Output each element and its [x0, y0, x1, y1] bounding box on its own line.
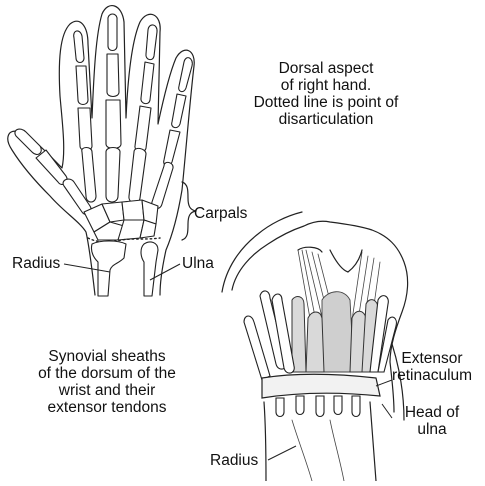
wrist-caption-line-3: wrist and their — [12, 382, 202, 399]
radius-label-wrist: Radius — [210, 452, 258, 469]
extensor-label-line-1: Extensor — [382, 350, 482, 367]
wrist-illustration — [222, 212, 408, 481]
extensor-retinaculum — [262, 374, 380, 398]
wrist-caption-line-2: of the dorsum of the — [12, 365, 202, 382]
carpal-bones — [84, 200, 158, 240]
hand-caption-line-1: Dorsal aspect — [236, 60, 416, 77]
ulna-bone — [141, 242, 158, 296]
extensor-retinaculum-label: Extensor retinaculum — [382, 350, 482, 384]
hand-illustration — [8, 6, 196, 296]
radius-label-hand: Radius — [12, 255, 60, 272]
radius-wrist-leader — [268, 446, 296, 460]
ulna-label: Ulna — [182, 255, 214, 272]
wrist-caption-line-1: Synovial sheaths — [12, 348, 202, 365]
head-ulna-leader — [382, 404, 392, 418]
head-ulna-line-1: Head of — [394, 404, 470, 421]
head-ulna-line-2: ulna — [394, 421, 470, 438]
extensor-label-line-2: retinaculum — [382, 367, 482, 384]
tendon-ends — [276, 396, 360, 417]
hand-caption-line-2: of right hand. — [236, 77, 416, 94]
carpals-label: Carpals — [194, 205, 247, 222]
hand-caption-line-3: Dotted line is point of — [236, 94, 416, 111]
wrist-caption-line-4: extensor tendons — [12, 399, 202, 416]
wrist-caption: Synovial sheaths of the dorsum of the wr… — [12, 348, 202, 416]
radius-bone — [91, 241, 126, 296]
phalanges — [15, 14, 192, 184]
head-of-ulna-label: Head of ulna — [394, 404, 470, 438]
hand-caption-line-4: disarticulation — [236, 111, 416, 128]
synovial-sheaths — [244, 291, 396, 380]
hand-caption: Dorsal aspect of right hand. Dotted line… — [236, 60, 416, 128]
